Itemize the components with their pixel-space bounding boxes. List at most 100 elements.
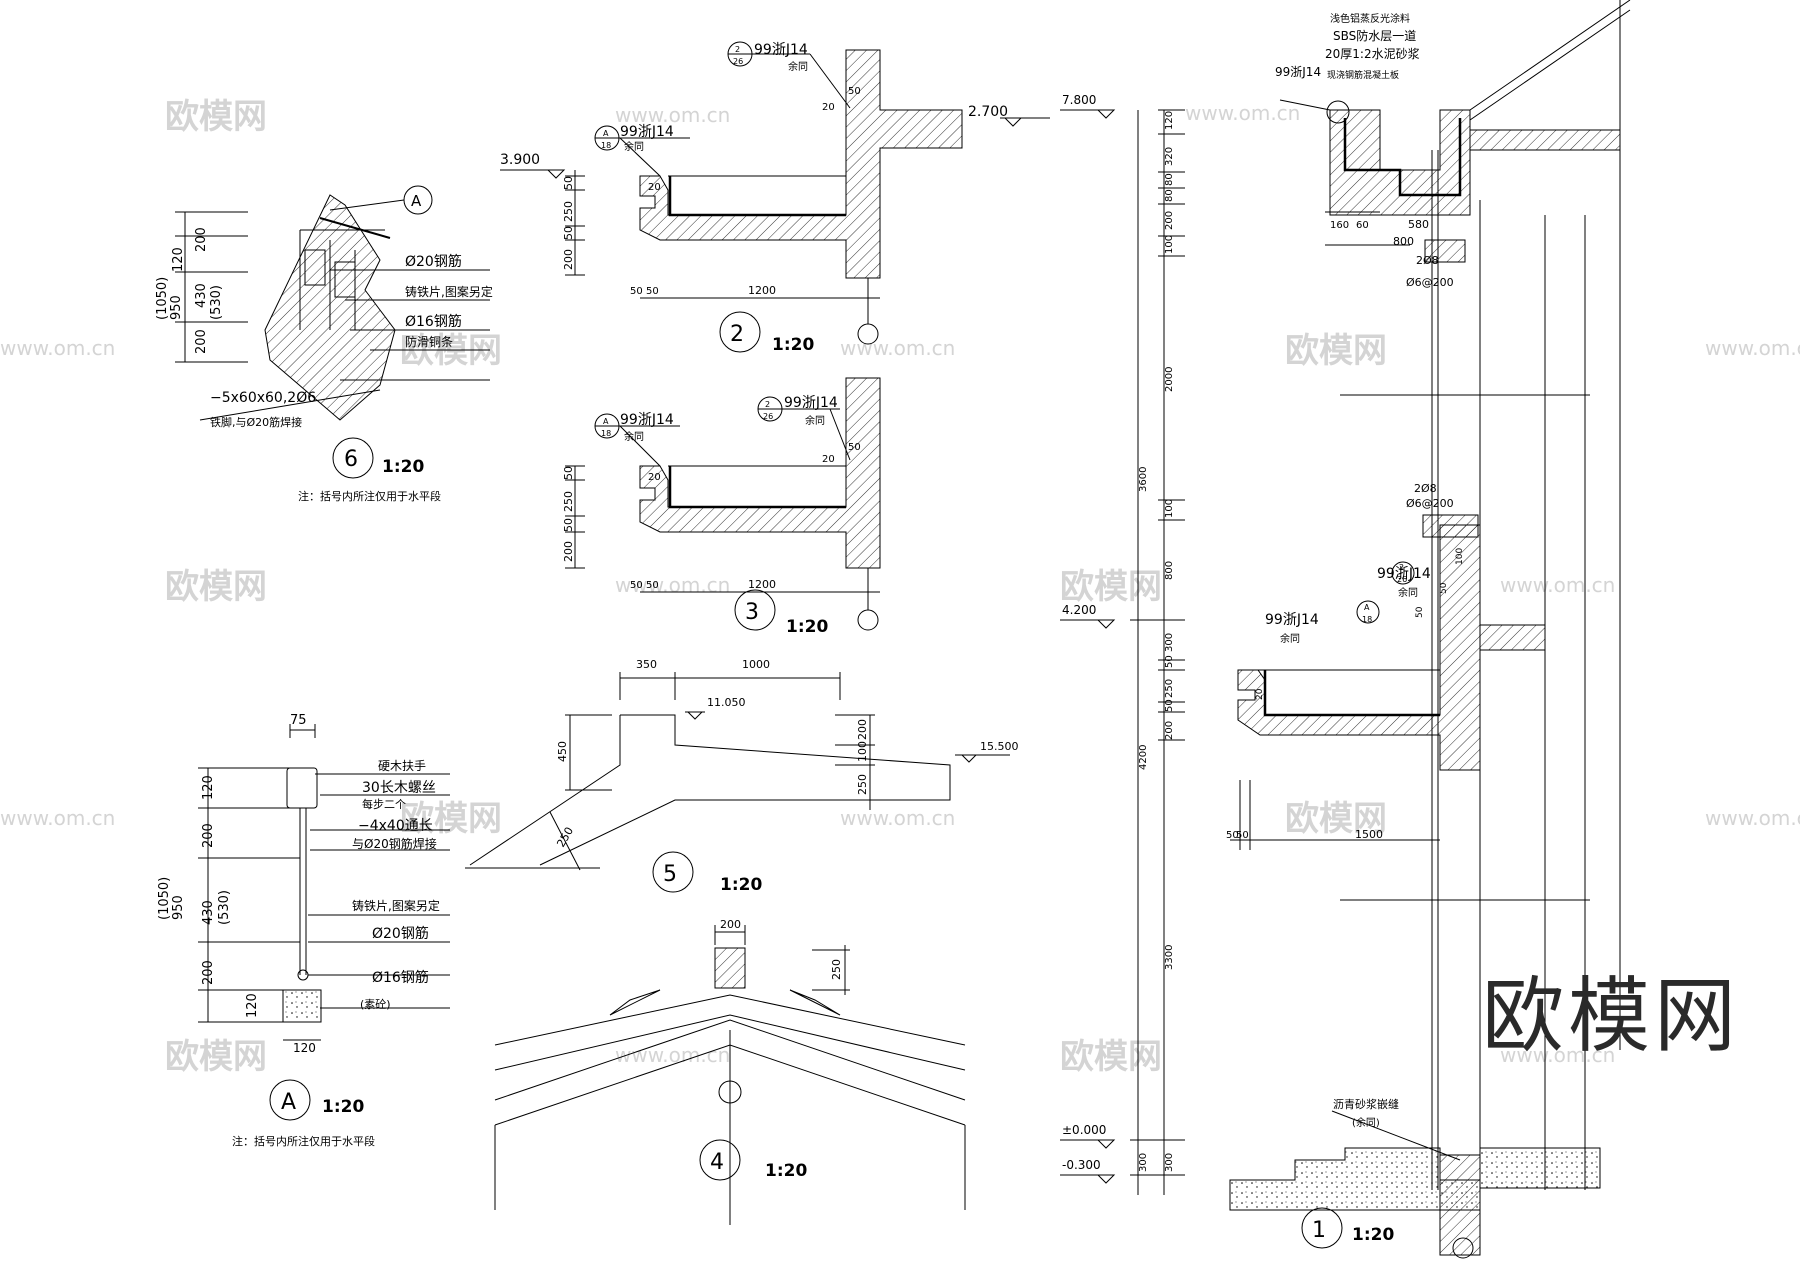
dim-label: 50: [1236, 830, 1249, 841]
watermark: 欧模网: [1060, 1037, 1162, 1077]
detail-A-text: 75 120 200 430 200 950 (1050) (530) 120 …: [157, 713, 440, 1148]
detail-scale: 1:20: [765, 1161, 807, 1181]
ref-circle-bottom: 18: [601, 429, 611, 438]
reference: 99浙J14: [620, 124, 674, 140]
detail-number: 5: [663, 862, 677, 887]
annotation: −4x40通长: [358, 818, 433, 834]
dim-label: 200: [856, 719, 869, 740]
detail-6: A: [175, 185, 490, 479]
dim-label: 20: [648, 472, 661, 483]
dim-label: 2000: [1164, 367, 1175, 392]
dim-label: 1200: [748, 284, 776, 297]
detail-scale: 1:20: [1352, 1225, 1394, 1245]
watermark: 欧模网: [165, 1037, 267, 1077]
watermark-url: www.om.cn: [615, 573, 730, 597]
dim-label: 300: [1138, 1153, 1149, 1172]
dim-label: 50: [1226, 830, 1239, 841]
ref-circle-top: A: [1364, 603, 1370, 612]
detail-5: [465, 672, 1010, 893]
dim-label: 50: [562, 226, 575, 240]
watermark: 欧模网: [400, 799, 502, 839]
dim-label: 800: [1164, 561, 1175, 580]
dim-label: 50: [562, 518, 575, 532]
reference-sub: 余同: [624, 140, 644, 153]
watermark-url: www.om.cn: [840, 806, 955, 830]
detail-2: [500, 41, 1050, 353]
watermark: 欧模网: [1060, 567, 1162, 607]
dim-label: 200: [1164, 721, 1175, 740]
dim-label: 250: [562, 491, 575, 512]
dim-label: 120: [245, 993, 260, 1018]
annotation: 防滑铜条: [405, 334, 453, 349]
dim-label: 80: [1164, 189, 1175, 202]
annotation: 铁脚,与Ø20筋焊接: [210, 415, 302, 429]
dim-label: 350: [636, 658, 657, 671]
dim-label: 50: [630, 286, 643, 297]
dim-label: 50: [646, 286, 659, 297]
detail-1-text: 7.800 4.200 ±0.000 -0.300 120 320 80 80 …: [1062, 12, 1465, 1245]
dim-label: 200: [194, 227, 209, 252]
annotation: (余同): [1352, 1116, 1380, 1129]
detail-5-text: 350 1000 450 200 100 250 250 11.050 15.5…: [554, 658, 1018, 895]
ref-circle-bottom: 18: [1362, 615, 1372, 624]
reference-sub: 余同: [1280, 632, 1300, 645]
dim-label: 950: [169, 295, 184, 320]
detail-scale: 1:20: [772, 335, 814, 355]
dim-label: 250: [1164, 679, 1175, 698]
annotation: 沥青砂浆嵌缝: [1333, 1097, 1399, 1111]
dim-label: 20: [1255, 688, 1265, 700]
dim-label: 50: [1164, 699, 1175, 712]
ref-circle-bottom: 18: [601, 141, 611, 150]
dim-label: 1500: [1355, 828, 1383, 841]
reference: 99浙J14: [1377, 566, 1431, 582]
detail-4-text: 200 250 4 1:20: [710, 918, 843, 1181]
dim-label: 300: [1164, 1153, 1175, 1172]
annotation: 铸铁片,图案另定: [405, 284, 493, 299]
note-text: 注：括号内所注仅用于水平段: [232, 1134, 375, 1148]
dim-label: 50: [848, 442, 861, 453]
watermark: 欧模网: [165, 567, 267, 607]
dim-label: 100: [1455, 548, 1465, 565]
ref-circle-top: 2: [1399, 563, 1404, 572]
reference-sub: 余同: [624, 430, 644, 443]
level-mark: -0.300: [1062, 1158, 1101, 1172]
dim-label: 950: [171, 895, 186, 920]
level-mark: 7.800: [1062, 93, 1096, 107]
dim-label: 4200: [1138, 745, 1149, 770]
annotation: Ø6@200: [1406, 276, 1454, 289]
dim-label: 50: [646, 580, 659, 591]
watermark-url: www.om.cn: [1500, 1043, 1615, 1067]
detail-number: 6: [344, 447, 358, 472]
reference: 99浙J14: [1275, 65, 1321, 79]
annotation: Ø16钢筋: [372, 969, 429, 986]
dim-label: 200: [562, 249, 575, 270]
dim-label: 100: [1164, 499, 1175, 518]
annotation: 2Ø8: [1414, 482, 1437, 495]
dim-label: 250: [562, 201, 575, 222]
dim-label: 50: [630, 580, 643, 591]
reference-sub: 余同: [1398, 586, 1418, 599]
dim-label: 20: [822, 102, 835, 113]
ref-circle-top: 2: [765, 400, 770, 409]
dim-label: 50: [1415, 606, 1425, 618]
watermark-url: www.om.cn: [1705, 806, 1800, 830]
dim-label: 50: [1164, 655, 1175, 668]
ref-circle-bottom: 26: [1397, 575, 1407, 584]
dim-label: 3300: [1164, 945, 1175, 970]
dim-label: 250: [554, 825, 576, 850]
dim-label: 1200: [748, 578, 776, 591]
detail-1: [1060, 0, 1631, 1259]
dim-label: 300: [1164, 633, 1175, 652]
annotation: Ø6@200: [1406, 497, 1454, 510]
annotation: (素砼): [360, 998, 391, 1011]
detail-3: [565, 377, 881, 631]
annotation: 铸铁片,图案另定: [352, 898, 440, 913]
dim-label: 120: [171, 247, 186, 272]
watermark-url: www.om.cn: [615, 1043, 730, 1067]
annotation: SBS防水层一道: [1333, 28, 1416, 43]
dim-label: 320: [1164, 147, 1175, 166]
dim-label: 20: [822, 454, 835, 465]
ref-circle-top: A: [603, 129, 609, 138]
dim-label: 200: [1164, 211, 1175, 230]
